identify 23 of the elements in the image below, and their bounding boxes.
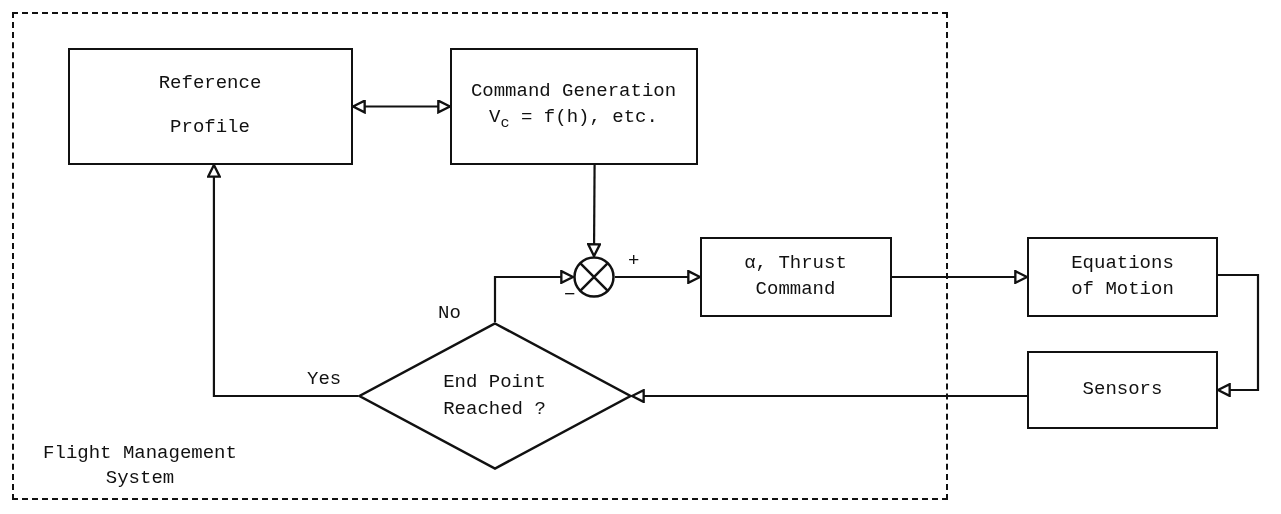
group-title: Flight Management System	[42, 440, 238, 492]
arrow	[630, 389, 1027, 403]
arrow	[206, 163, 358, 398]
process-box	[1027, 237, 1218, 317]
sign-label: +	[627, 250, 641, 272]
box-text: Equations of Motion	[1070, 251, 1175, 302]
process-box	[699, 236, 892, 317]
sign-label: −	[563, 284, 577, 306]
arrow	[892, 270, 1029, 284]
arrow	[493, 270, 575, 322]
box-text: Command Generation	[470, 79, 677, 104]
summing-junction	[572, 255, 615, 298]
box-text: Sensors	[1082, 377, 1163, 403]
system-boundary	[12, 12, 948, 500]
box-text: V$_{c}$ = f(h), etc.	[489, 104, 658, 133]
decision-diamond	[357, 321, 632, 470]
process-box	[1027, 351, 1218, 429]
decision-text: End Point Reached ?	[442, 369, 547, 422]
box-text: Reference Profile	[157, 71, 263, 140]
process-box	[449, 47, 698, 165]
process-box	[67, 47, 353, 165]
arrow	[587, 165, 602, 258]
box-text: α, Thrust Command	[743, 250, 848, 302]
